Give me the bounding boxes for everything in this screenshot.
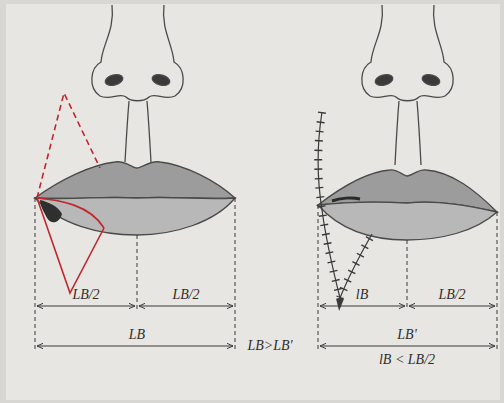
dimension-label: LB' bbox=[395, 327, 418, 343]
dimension-label: LB/2 bbox=[436, 287, 467, 303]
excision-outline bbox=[37, 93, 104, 293]
dimension-lines bbox=[35, 198, 497, 352]
paper bbox=[6, 4, 500, 400]
suture-line bbox=[318, 112, 372, 298]
dimension-label: LB bbox=[127, 327, 147, 343]
dimension-label: lB < LB/2 bbox=[377, 352, 437, 368]
left-face bbox=[35, 5, 235, 235]
dimension-label: LB/2 bbox=[70, 287, 101, 303]
dimension-label: lB bbox=[354, 287, 370, 303]
right-face bbox=[318, 5, 497, 240]
dimension-label: LB/2 bbox=[170, 287, 201, 303]
dimension-label: LB>LB' bbox=[245, 338, 294, 354]
